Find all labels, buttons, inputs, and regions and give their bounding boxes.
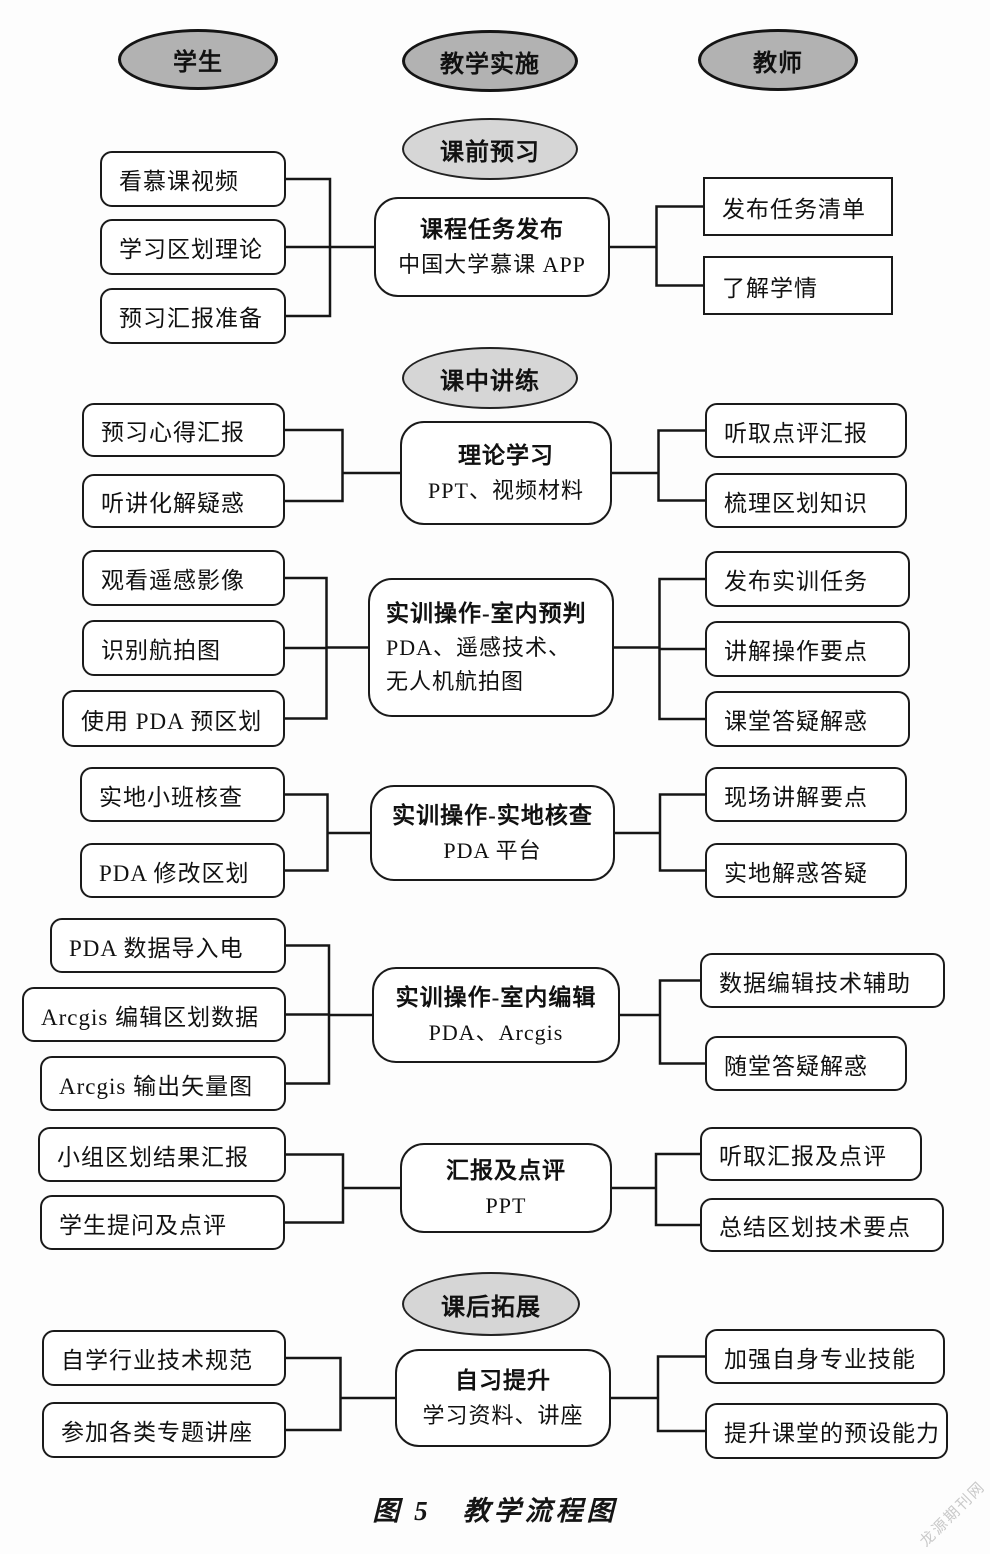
process-subtitle: 中国大学慕课 APP xyxy=(398,251,586,277)
student-activity-box: 自学行业技术规范 xyxy=(42,1330,286,1386)
process-box: 实训操作-实地核查 PDA 平台 xyxy=(370,785,615,881)
teacher-activity-box: 听取汇报及点评 xyxy=(700,1127,922,1181)
process-title: 课程任务发布 xyxy=(420,217,564,243)
teacher-activity-box: 听取点评汇报 xyxy=(705,403,907,458)
process-subtitle: PDA、遥感技术、无人机航拍图 xyxy=(386,635,572,695)
process-box: 课程任务发布 中国大学慕课 APP xyxy=(374,197,610,297)
teacher-activity-box: 实地解惑答疑 xyxy=(705,843,907,898)
process-title: 理论学习 xyxy=(458,443,554,469)
student-activity-box: 实地小班核查 xyxy=(80,767,285,822)
student-activity-box: 观看遥感影像 xyxy=(82,550,285,606)
student-activity-box: Arcgis 输出矢量图 xyxy=(40,1056,286,1111)
teacher-activity-box: 现场讲解要点 xyxy=(705,767,907,822)
teacher-activity-box: 发布任务清单 xyxy=(703,177,893,236)
stage-ellipse-pre-class: 课前预习 xyxy=(402,118,578,180)
lane-ellipse-student: 学生 xyxy=(118,29,278,90)
student-activity-box: PDA 修改区划 xyxy=(80,843,285,898)
teacher-activity-box: 提升课堂的预设能力 xyxy=(705,1403,948,1459)
process-subtitle: 学习资料、讲座 xyxy=(422,1402,584,1428)
student-activity-box: 预习汇报准备 xyxy=(100,288,286,344)
process-subtitle: PDA、Arcgis xyxy=(428,1019,564,1045)
process-box: 理论学习 PPT、视频材料 xyxy=(400,421,612,525)
teacher-activity-box: 数据编辑技术辅助 xyxy=(700,953,945,1008)
student-activity-box: 听讲化解疑惑 xyxy=(82,474,285,528)
teacher-activity-box: 梳理区划知识 xyxy=(705,473,907,528)
process-title: 自习提升 xyxy=(455,1368,551,1394)
stage-ellipse-in-class: 课中讲练 xyxy=(402,347,578,409)
teacher-activity-box: 课堂答疑解惑 xyxy=(705,691,910,747)
process-box: 实训操作-室内预判 PDA、遥感技术、无人机航拍图 xyxy=(368,578,614,717)
lane-ellipse-implementation: 教学实施 xyxy=(402,30,578,92)
student-activity-box: 使用 PDA 预区划 xyxy=(62,690,285,747)
process-subtitle: PPT xyxy=(485,1192,527,1218)
teacher-activity-box: 随堂答疑解惑 xyxy=(705,1036,907,1091)
student-activity-box: 学生提问及点评 xyxy=(40,1195,285,1250)
figure-caption: 图 5 教学流程图 xyxy=(372,1496,618,1526)
process-title: 实训操作-室内编辑 xyxy=(395,985,597,1011)
teacher-activity-box: 发布实训任务 xyxy=(705,551,910,607)
teacher-activity-box: 讲解操作要点 xyxy=(705,621,910,677)
teacher-activity-box: 了解学情 xyxy=(703,256,893,315)
student-activity-box: Arcgis 编辑区划数据 xyxy=(22,987,286,1042)
stage-ellipse-after-class: 课后拓展 xyxy=(402,1272,580,1336)
process-title: 实训操作-室内预判 xyxy=(386,600,587,626)
teacher-activity-box: 加强自身专业技能 xyxy=(705,1329,945,1384)
student-activity-box: 参加各类专题讲座 xyxy=(42,1402,286,1458)
process-subtitle: PPT、视频材料 xyxy=(428,477,584,503)
process-box: 自习提升 学习资料、讲座 xyxy=(395,1349,611,1447)
process-box: 实训操作-室内编辑 PDA、Arcgis xyxy=(372,967,620,1063)
process-subtitle: PDA 平台 xyxy=(443,837,542,863)
lane-ellipse-teacher: 教师 xyxy=(698,29,858,91)
teacher-activity-box: 总结区划技术要点 xyxy=(700,1198,944,1252)
process-title: 实训操作-实地核查 xyxy=(392,803,593,829)
student-activity-box: 预习心得汇报 xyxy=(82,403,285,457)
student-activity-box: 识别航拍图 xyxy=(82,620,285,676)
student-activity-box: 学习区划理论 xyxy=(100,219,286,275)
process-title: 汇报及点评 xyxy=(446,1158,566,1184)
process-box: 汇报及点评 PPT xyxy=(400,1143,612,1233)
student-activity-box: PDA 数据导入电 xyxy=(50,918,286,973)
student-activity-box: 小组区划结果汇报 xyxy=(38,1127,286,1182)
student-activity-box: 看慕课视频 xyxy=(100,151,286,207)
